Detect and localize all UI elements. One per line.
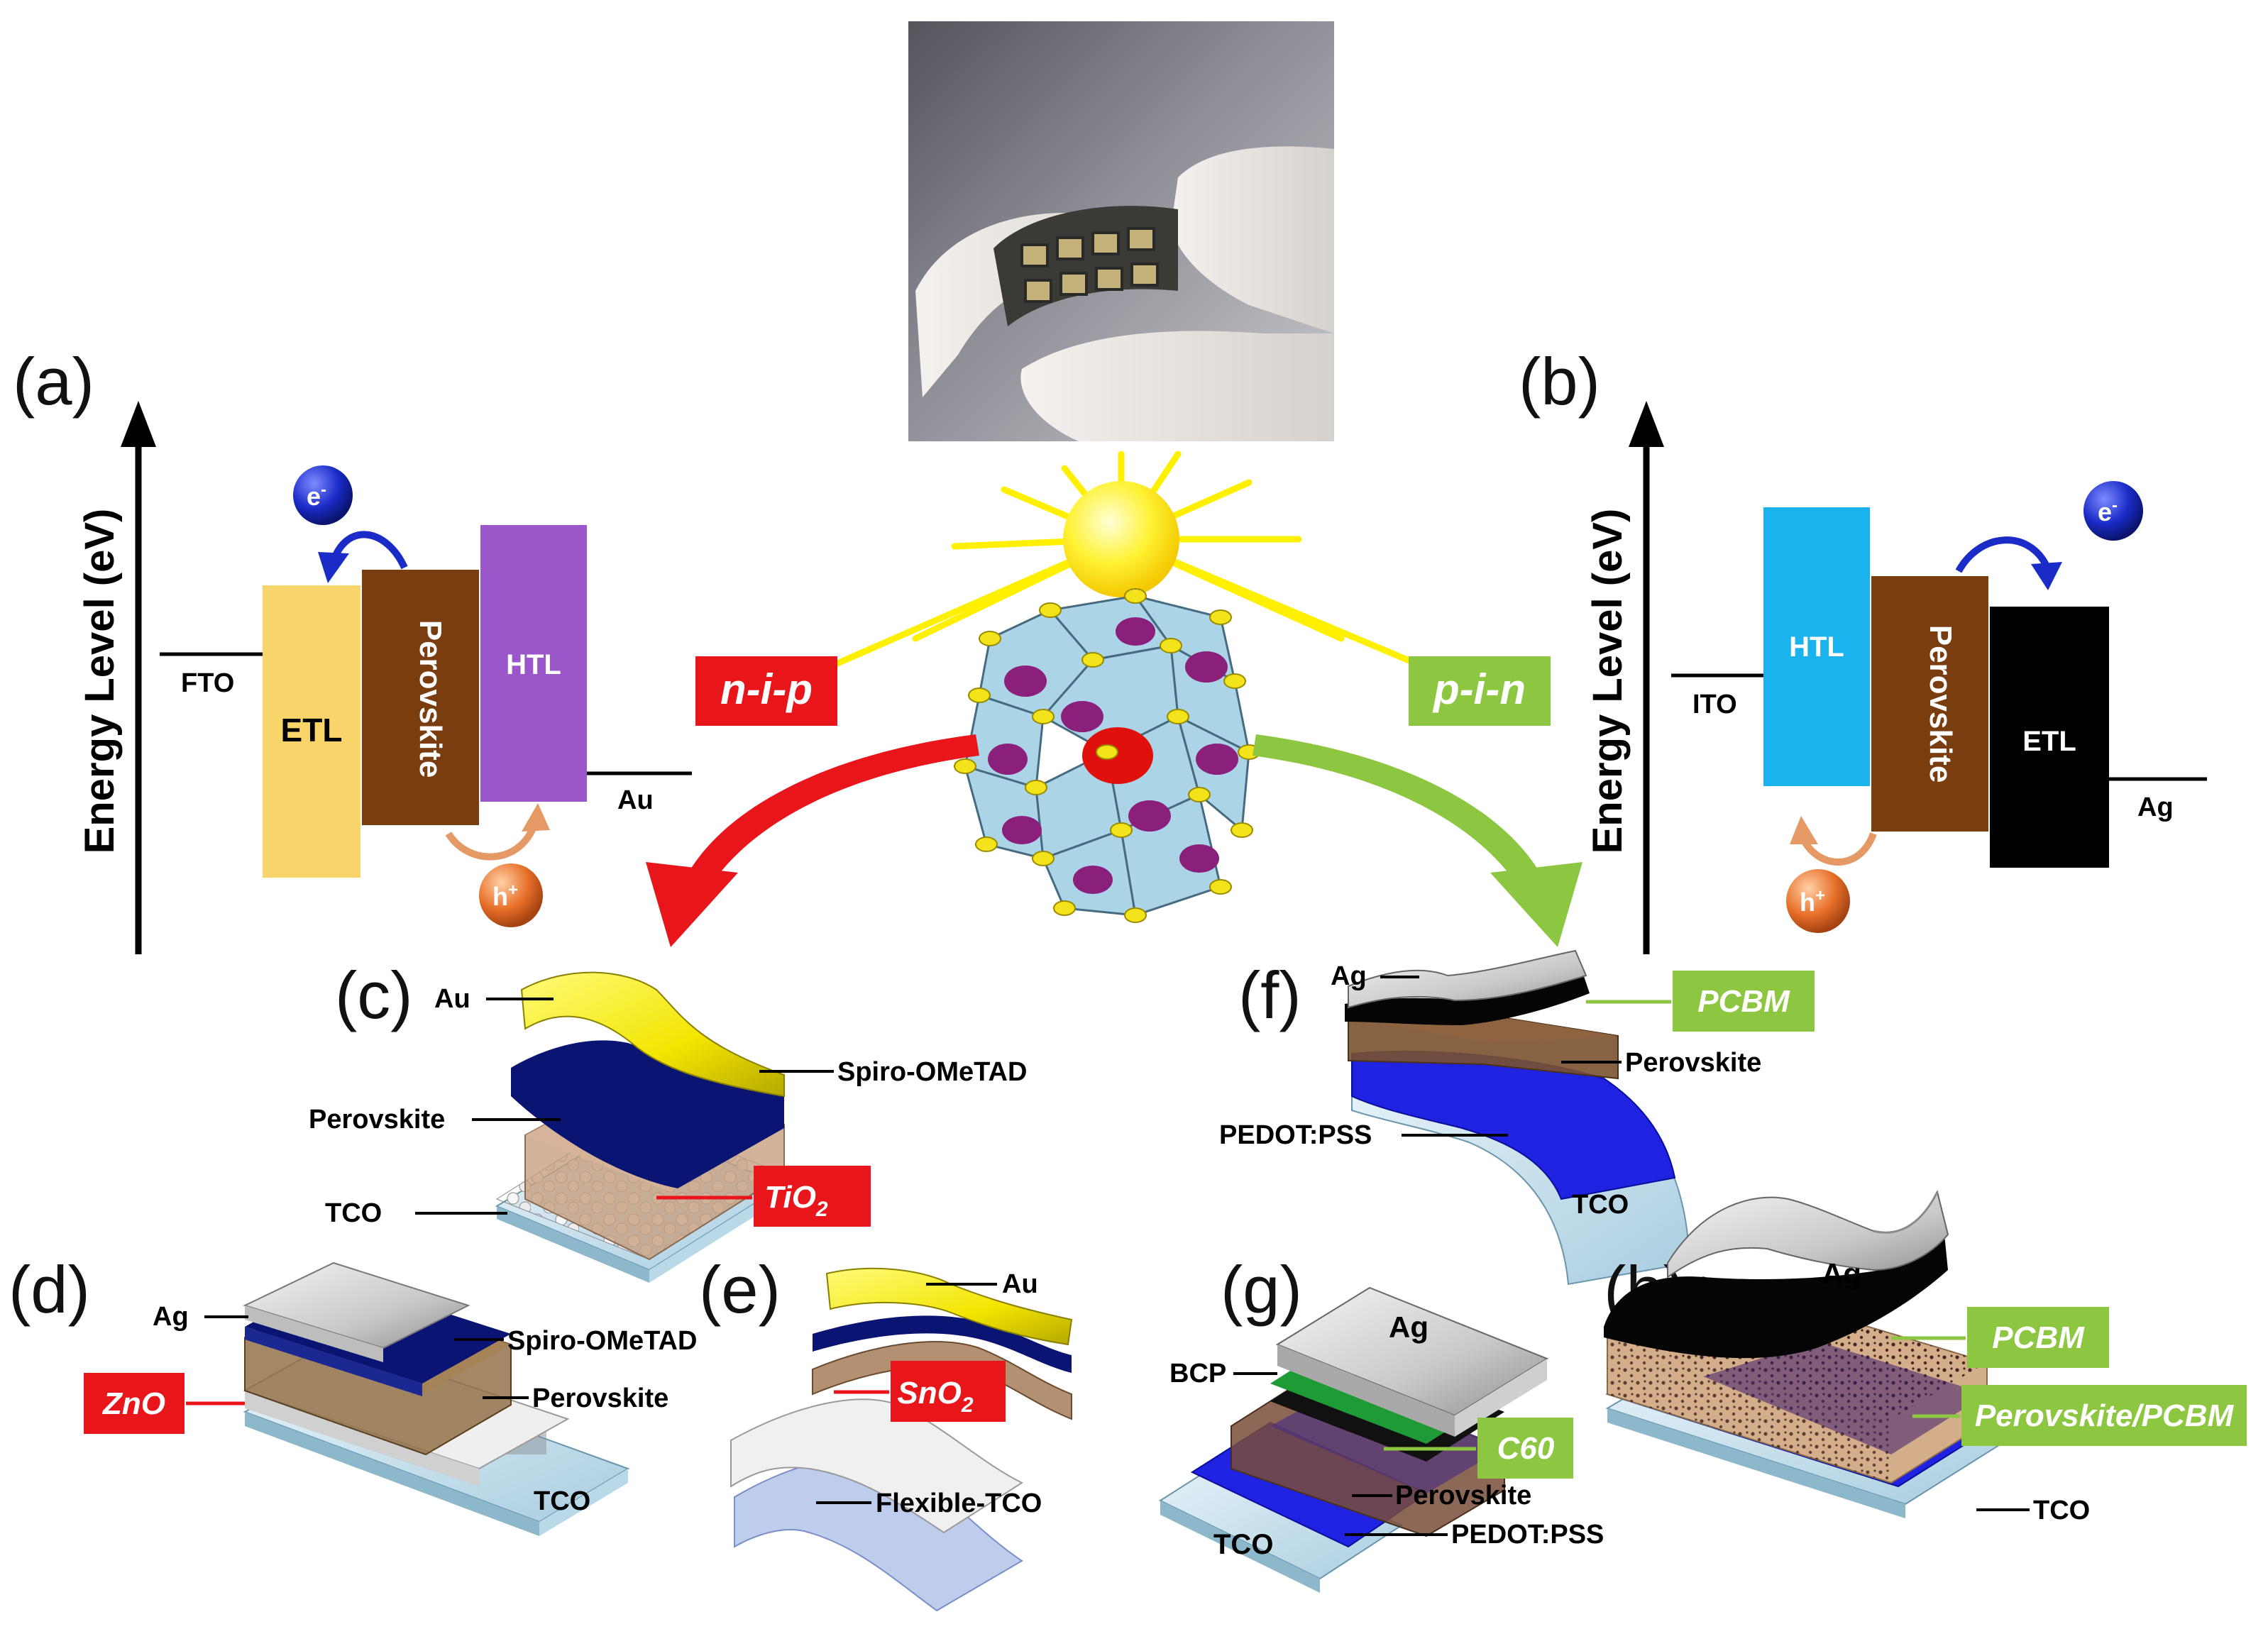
pin-label: p-i-n: [1409, 656, 1551, 726]
pedot-label-g: PEDOT:PSS: [1451, 1520, 1604, 1550]
tco-label-f: TCO: [1572, 1190, 1629, 1220]
etl-band-b: [1990, 607, 2109, 868]
panel-label-a: (a): [13, 344, 94, 419]
sno2-label: SnO: [897, 1376, 961, 1410]
hole-transfer-arrow-icon-b: [1790, 816, 1818, 844]
svg-text:TiO2: TiO2: [764, 1180, 828, 1221]
hole-charge-b: +: [1815, 886, 1825, 905]
htl-label-a: HTL: [506, 649, 561, 680]
tco-label-h: TCO: [2033, 1496, 2090, 1525]
energy-axis-label-a: Energy Level (eV): [77, 509, 123, 854]
energy-axis-arrow-icon-b: [1629, 401, 1664, 447]
tio2-label: TiO: [764, 1180, 816, 1215]
htl-label-b: HTL: [1789, 631, 1844, 663]
hole-transfer-arrow-icon-a: [522, 803, 550, 832]
electron-text-b: e: [2098, 497, 2112, 526]
perovskite-band-a: [362, 570, 479, 825]
panel-f-pin-flexible-stack: (f) Ag PCBM Perovskite PEDOT:PSS TCO: [1219, 949, 1815, 1286]
pcbm-label-f: PCBM: [1697, 984, 1790, 1019]
htl-band-a: [480, 525, 587, 802]
pin-curved-arrow: [1253, 734, 1582, 947]
tio2-subscript: 2: [815, 1198, 828, 1221]
au-label-c: Au: [434, 984, 470, 1014]
nip-curved-arrow: [646, 734, 979, 947]
perovskite-label-f: Perovskite: [1625, 1048, 1761, 1078]
panel-e-flexible-nip-stack: (e) Au SnO2 Flexible-TCO: [699, 1252, 1073, 1612]
panel-c-nip-mesoporous-stack: (c) Au Spiro-OMeTAD Perovskite TCO TiO2: [309, 958, 1027, 1283]
electron-transfer-arrow-icon-b: [2031, 562, 2062, 590]
ito-label: ITO: [1692, 690, 1737, 719]
zno-label: ZnO: [101, 1386, 165, 1421]
htl-band-b: [1763, 507, 1870, 786]
electron-transfer-arrow-icon-a: [318, 552, 349, 583]
panel-b-energy-diagram: (b) Energy Level (eV) ITO HTL Perovskite…: [1519, 344, 2207, 954]
pin-text: p-i-n: [1432, 666, 1526, 713]
hole-icon-b: [1786, 869, 1850, 933]
bcp-label: BCP: [1169, 1359, 1226, 1388]
ag-label-h: Ag: [1822, 1257, 1861, 1291]
etl-label-b: ETL: [2022, 726, 2076, 757]
etl-label-a: ETL: [281, 712, 343, 749]
hole-charge-a: +: [508, 880, 518, 900]
panel-d-nip-planar-zno-stack: (d) Ag Spiro-OMeTAD ZnO Perovskite TCO: [9, 1252, 697, 1536]
electron-icon-a: [293, 465, 353, 525]
spiro-label-c: Spiro-OMeTAD: [837, 1057, 1027, 1087]
ag-label-f: Ag: [1331, 961, 1367, 991]
svg-text:h+: h+: [1800, 886, 1825, 917]
spiro-label-d: Spiro-OMeTAD: [507, 1326, 697, 1356]
perovskite-pcbm-label: Perovskite/PCBM: [1975, 1398, 2235, 1433]
perovskite-band-b: [1871, 576, 1988, 832]
pcbm-label-h: PCBM: [1992, 1320, 2085, 1355]
electron-icon-b: [2083, 481, 2143, 541]
perovskite-label-a: Perovskite: [413, 620, 448, 778]
perovskite-label-b: Perovskite: [1923, 625, 1958, 783]
panel-g-pin-planar-stack: (g) Ag BCP C60 Perovskite TCO PEDOT:PSS: [1158, 1252, 1604, 1593]
svg-text:SnO2: SnO2: [897, 1376, 973, 1417]
au-label-e: Au: [1002, 1269, 1038, 1299]
c60-label: C60: [1497, 1431, 1555, 1466]
perovskite-label-d: Perovskite: [532, 1384, 668, 1413]
perovskite-label-g: Perovskite: [1395, 1481, 1531, 1511]
panel-a-energy-diagram: (a) Energy Level (eV) FTO ETL Perovskite…: [13, 344, 692, 954]
etl-band: [263, 585, 360, 878]
energy-axis-arrow-icon: [121, 401, 156, 447]
svg-text:h+: h+: [492, 880, 518, 911]
sno2-subscript: 2: [961, 1393, 974, 1417]
panel-label-d: (d): [9, 1252, 90, 1327]
ag-label-d: Ag: [153, 1302, 189, 1332]
nip-label: n-i-p: [695, 656, 837, 726]
panel-label-b: (b): [1519, 344, 1600, 419]
au-label-a: Au: [617, 785, 654, 815]
sun-icon: [834, 451, 1419, 667]
hole-text-b: h: [1800, 888, 1815, 917]
electron-text-a: e: [307, 482, 321, 511]
hole-text-a: h: [492, 882, 508, 911]
nip-text: n-i-p: [720, 666, 813, 713]
panel-label-e: (e): [699, 1252, 781, 1327]
ag-label-b: Ag: [2137, 793, 2174, 822]
panel-label-c: (c): [335, 958, 413, 1032]
tco-label-d: TCO: [534, 1486, 590, 1516]
tco-label-c: TCO: [325, 1198, 382, 1228]
panel-label-g: (g): [1221, 1252, 1302, 1327]
tco-label-g: TCO: [1213, 1529, 1273, 1560]
pedot-label-f: PEDOT:PSS: [1219, 1120, 1372, 1150]
hole-icon-a: [479, 863, 543, 927]
panel-label-f: (f): [1238, 958, 1301, 1032]
flexible-tco-label: Flexible-TCO: [876, 1489, 1042, 1518]
electron-charge-a: -: [321, 480, 326, 499]
flexible-device-photo: [908, 21, 1334, 441]
energy-axis-label-b: Energy Level (eV): [1585, 509, 1631, 854]
svg-text:e-: e-: [307, 480, 326, 511]
ag-label-g: Ag: [1389, 1310, 1428, 1344]
svg-text:e-: e-: [2098, 496, 2118, 526]
panel-h-pin-bulk-heterojunction-stack: (h) Ag PCBM Perovskite/PCBM TCO: [1604, 1190, 2247, 1525]
perovskite-label-c: Perovskite: [309, 1105, 445, 1134]
fto-label: FTO: [181, 668, 234, 698]
electron-charge-b: -: [2112, 496, 2118, 515]
perovskite-crystal-structure: [954, 588, 1260, 923]
